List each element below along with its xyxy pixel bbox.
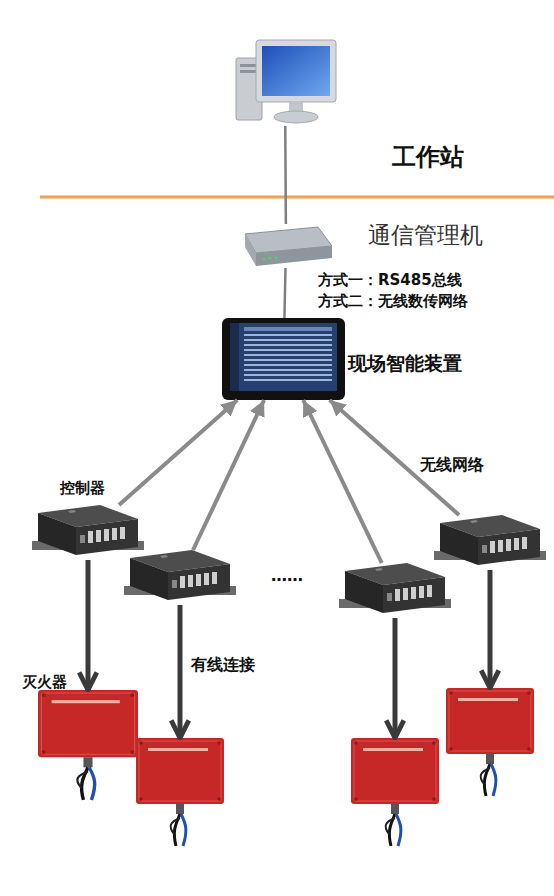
wired-arrow [488, 570, 493, 688]
wired-arrow [86, 560, 91, 690]
device-label: 工作站 [392, 141, 464, 173]
edge-label: 有线连接 [191, 655, 255, 676]
device-node [345, 563, 445, 618]
device-label: 通信管理机 [368, 220, 483, 251]
device-node: 灭火器 [38, 690, 138, 760]
device-node [440, 515, 540, 570]
link-line [284, 126, 287, 224]
device-label: 灭火器 [22, 673, 67, 692]
edge-label: 无线网络 [420, 455, 484, 476]
device-node: 控制器 [38, 505, 138, 560]
device-node: 现场智能装置 [222, 318, 345, 400]
link-line [284, 268, 285, 318]
note-text: 方式二：无线数传网络 [318, 292, 468, 311]
device-node: 通信管理机 [240, 224, 332, 268]
device-node [136, 738, 224, 806]
wired-arrow [393, 618, 398, 738]
wired-arrow [178, 605, 183, 738]
device-node [446, 688, 534, 756]
wireless-arrow [303, 400, 382, 563]
wireless-arrow [193, 400, 264, 550]
note-text: 方式一：RS485总线 [318, 271, 462, 290]
wireless-arrow [119, 400, 237, 505]
note-text: …… [271, 566, 303, 585]
device-label: 控制器 [60, 479, 105, 498]
device-label: 现场智能装置 [348, 351, 462, 377]
device-node: 工作站 [235, 38, 335, 126]
device-node [130, 550, 230, 605]
device-node [351, 738, 439, 806]
